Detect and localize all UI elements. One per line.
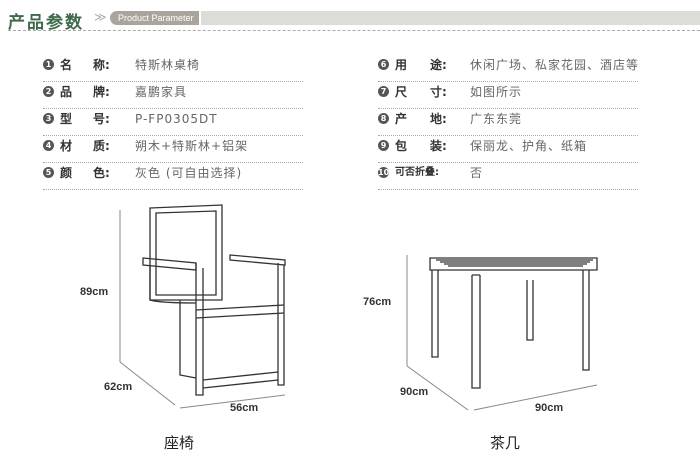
param-row: 3 型 号: P-FP0305DT — [43, 109, 303, 136]
param-label: 可否折叠: — [395, 167, 439, 178]
param-row: 5 颜 色: 灰色 (可自由选择) — [43, 163, 303, 190]
number-badge-icon: 5 — [43, 167, 54, 178]
param-label-suffix: 装: — [430, 139, 447, 153]
table-height-label: 76cm — [363, 296, 392, 308]
number-badge-icon: 2 — [43, 86, 54, 97]
param-label: 名 — [60, 58, 73, 72]
param-label: 用 — [395, 58, 408, 72]
param-label-suffix: 色: — [93, 166, 110, 180]
param-value: 特斯林桌椅 — [135, 58, 201, 72]
param-label-suffix: 称: — [93, 58, 110, 72]
param-row: 9 包 装: 保丽龙、护角、纸箱 — [378, 136, 638, 163]
number-badge-icon: 4 — [43, 140, 54, 151]
table-width-label: 90cm — [535, 402, 564, 414]
param-label: 包 — [395, 139, 408, 153]
param-label: 型 — [60, 112, 73, 126]
param-value: 休闲广场、私家花园、酒店等 — [470, 58, 640, 72]
section-subtitle: Product Parameter — [110, 11, 199, 25]
table-caption: 茶几 — [490, 434, 521, 452]
number-badge-icon: 7 — [378, 86, 389, 97]
param-label-suffix: 寸: — [430, 85, 447, 99]
table-drawing — [406, 255, 598, 411]
chair-width-label: 56cm — [230, 402, 259, 414]
param-label: 材 — [60, 139, 73, 153]
param-label-suffix: 号: — [93, 112, 110, 126]
chair-height-label: 89cm — [80, 286, 109, 298]
number-badge-icon: 3 — [43, 113, 54, 124]
param-row: 4 材 质: 朔木+特斯林+铝架 — [43, 136, 303, 163]
chair-caption: 座椅 — [164, 434, 195, 452]
param-row: 10 可否折叠: 否 — [378, 163, 638, 190]
param-label: 尺 — [395, 85, 408, 99]
param-value: 如图所示 — [470, 85, 523, 99]
double-chevron-down-icon: ≫ — [94, 10, 107, 24]
param-value: P-FP0305DT — [135, 112, 218, 126]
number-badge-icon: 6 — [378, 59, 389, 70]
param-value: 嘉鹏家具 — [135, 85, 188, 99]
param-value: 朔木+特斯林+铝架 — [135, 139, 249, 153]
number-badge-icon: 9 — [378, 140, 389, 151]
param-label-suffix: 牌: — [93, 85, 110, 99]
param-value: 广东东莞 — [470, 112, 523, 126]
number-badge-icon: 10 — [378, 167, 390, 178]
param-label: 颜 — [60, 166, 73, 180]
param-label-suffix: 途: — [430, 58, 447, 72]
param-label: 品 — [60, 85, 73, 99]
chair-drawing — [119, 204, 286, 409]
param-row: 1 名 称: 特斯林桌椅 — [43, 55, 303, 82]
param-row: 6 用 途: 休闲广场、私家花园、酒店等 — [378, 55, 638, 82]
header-bar — [201, 11, 700, 25]
divider — [8, 30, 700, 31]
param-value: 保丽龙、护角、纸箱 — [470, 139, 588, 153]
table-depth-label: 90cm — [400, 386, 429, 398]
number-badge-icon: 8 — [378, 113, 389, 124]
param-value: 灰色 (可自由选择) — [135, 166, 243, 180]
number-badge-icon: 1 — [43, 59, 54, 70]
section-title: 产品参数 — [8, 13, 84, 33]
param-row: 7 尺 寸: 如图所示 — [378, 82, 638, 109]
param-row: 2 品 牌: 嘉鹏家具 — [43, 82, 303, 109]
param-value: 否 — [470, 166, 484, 180]
param-label-suffix: 质: — [93, 139, 110, 153]
param-label: 产 — [395, 112, 408, 126]
chair-depth-label: 62cm — [104, 381, 133, 393]
param-label-suffix: 地: — [430, 112, 447, 126]
param-row: 8 产 地: 广东东莞 — [378, 109, 638, 136]
